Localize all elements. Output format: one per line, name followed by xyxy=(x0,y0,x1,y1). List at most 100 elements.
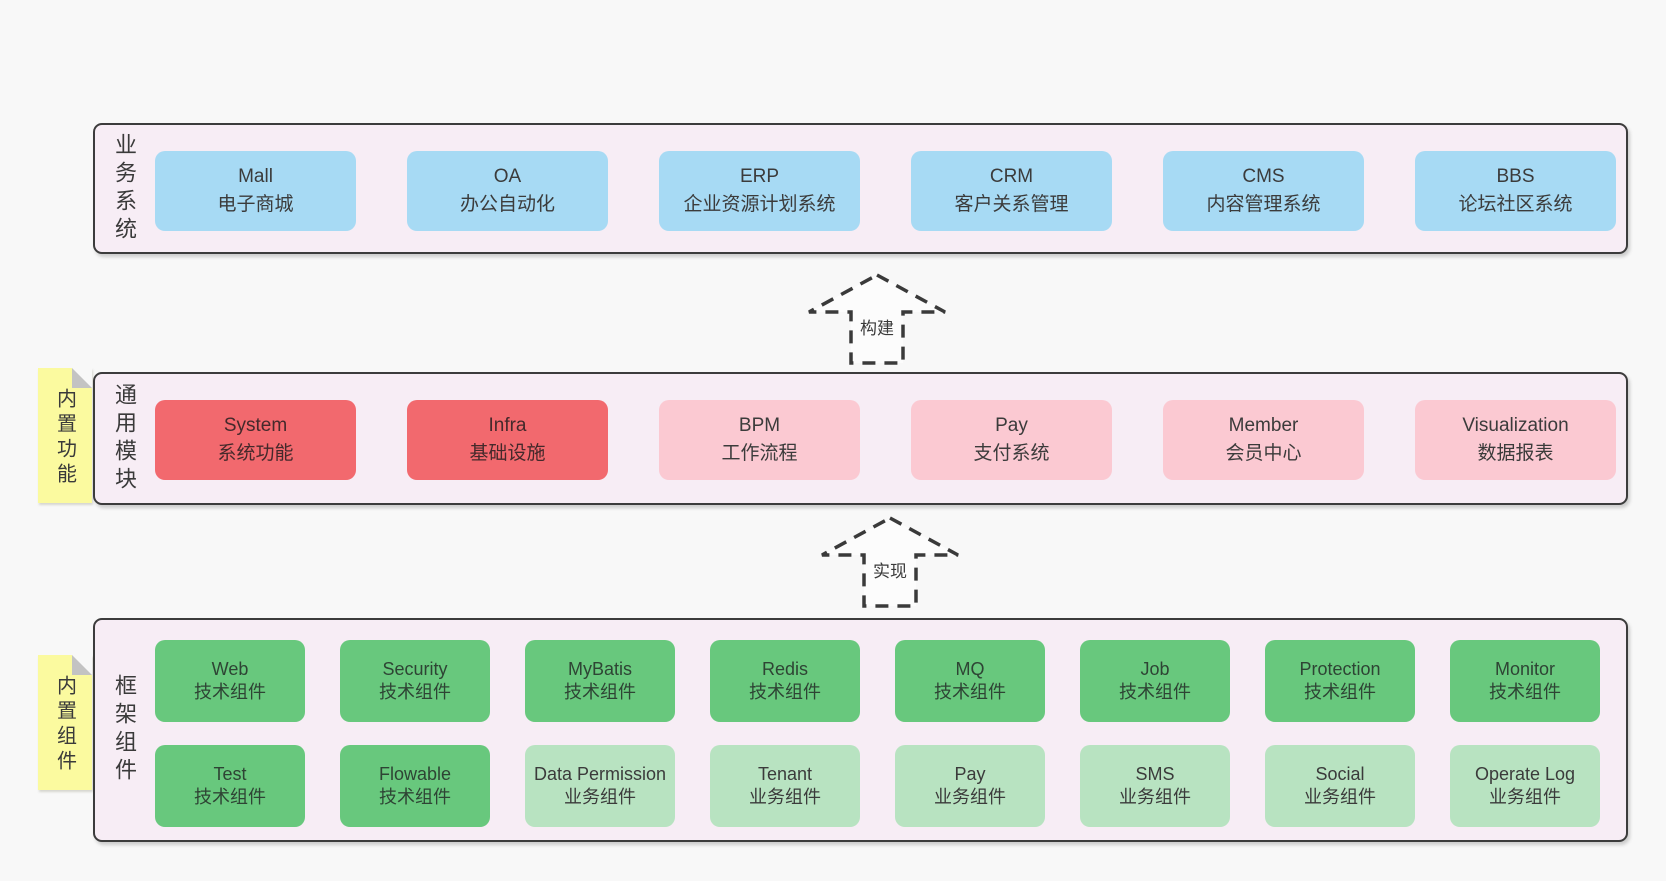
layer-business-systems: 业务系统 Mall 电子商城 OA 办公自动化 ERP 企业资源计划系统 CRM… xyxy=(93,123,1628,254)
node-subtitle: 业务组件 xyxy=(934,787,1006,807)
node-mq: MQ 技术组件 xyxy=(895,640,1045,722)
arrow-shape xyxy=(808,273,946,365)
node-subtitle: 技术组件 xyxy=(934,682,1006,702)
node-protection: Protection 技术组件 xyxy=(1265,640,1415,722)
node-subtitle: 内容管理系统 xyxy=(1206,194,1321,215)
node-title: Social xyxy=(1315,763,1365,784)
node-title: MyBatis xyxy=(567,658,632,679)
node-title: CRM xyxy=(989,166,1034,188)
node-job: Job 技术组件 xyxy=(1080,640,1230,722)
node-redis: Redis 技术组件 xyxy=(710,640,860,722)
node-subtitle: 系统功能 xyxy=(217,443,294,464)
node-subtitle: 业务组件 xyxy=(564,787,636,807)
layer-label: 业务系统 xyxy=(112,132,137,245)
node-subtitle: 论坛社区系统 xyxy=(1458,194,1573,215)
node-title: SMS xyxy=(1135,763,1175,784)
node-title: OA xyxy=(493,166,522,188)
node-title: System xyxy=(223,415,288,437)
node-subtitle: 业务组件 xyxy=(1489,787,1561,807)
node-title: Test xyxy=(213,763,247,784)
node-subtitle: 业务组件 xyxy=(1119,787,1191,807)
node-title: Visualization xyxy=(1462,415,1569,437)
node-title: CMS xyxy=(1242,166,1285,188)
node-subtitle: 电子商城 xyxy=(217,194,294,215)
node-mall: Mall 电子商城 xyxy=(155,151,356,231)
node-subtitle: 办公自动化 xyxy=(459,194,555,215)
node-subtitle: 技术组件 xyxy=(194,682,266,702)
node-title: Monitor xyxy=(1494,658,1556,679)
node-bpm: BPM 工作流程 xyxy=(659,400,860,480)
node-social: Social 业务组件 xyxy=(1265,745,1415,827)
node-crm: CRM 客户关系管理 xyxy=(911,151,1112,231)
node-subtitle: 技术组件 xyxy=(749,682,821,702)
node-subtitle: 业务组件 xyxy=(1304,787,1376,807)
node-subtitle: 支付系统 xyxy=(973,443,1050,464)
arrow-label: 实现 xyxy=(873,562,907,581)
arrow-shape xyxy=(821,516,959,608)
node-subtitle: 技术组件 xyxy=(1489,682,1561,702)
node-title: Pay xyxy=(995,415,1028,437)
node-title: Flowable xyxy=(378,763,452,784)
layer-framework-components: 框架组件 Web 技术组件 Security 技术组件 MyBatis 技术组件… xyxy=(93,618,1628,842)
node-title: Job xyxy=(1140,658,1170,679)
node-data-permission: Data Permission 业务组件 xyxy=(525,745,675,827)
node-title: Security xyxy=(382,658,448,679)
node-subtitle: 技术组件 xyxy=(194,787,266,807)
node-subtitle: 企业资源计划系统 xyxy=(683,194,836,215)
node-mybatis: MyBatis 技术组件 xyxy=(525,640,675,722)
node-sms: SMS 业务组件 xyxy=(1080,745,1230,827)
node-subtitle: 数据报表 xyxy=(1477,443,1554,464)
arrow-build: 构建 xyxy=(808,273,946,365)
node-system: System 系统功能 xyxy=(155,400,356,480)
node-bbs: BBS 论坛社区系统 xyxy=(1415,151,1616,231)
node-tenant: Tenant 业务组件 xyxy=(710,745,860,827)
arrow-label: 构建 xyxy=(860,319,894,338)
node-security: Security 技术组件 xyxy=(340,640,490,722)
node-title: MQ xyxy=(955,658,985,679)
arrow-implement: 实现 xyxy=(821,516,959,608)
node-title: Redis xyxy=(761,658,809,679)
node-subtitle: 技术组件 xyxy=(564,682,636,702)
node-title: Tenant xyxy=(757,763,813,784)
sticky-note-label: 内置功能 xyxy=(53,388,76,489)
sticky-note-label: 内置组件 xyxy=(53,675,76,776)
node-title: ERP xyxy=(739,166,780,188)
layer-common-modules: 通用模块 System 系统功能 Infra 基础设施 BPM 工作流程 Pay… xyxy=(93,372,1628,505)
node-oa: OA 办公自动化 xyxy=(407,151,608,231)
node-subtitle: 会员中心 xyxy=(1225,443,1302,464)
node-title: Protection xyxy=(1299,658,1381,679)
node-title: Operate Log xyxy=(1474,763,1576,784)
node-title: Member xyxy=(1228,415,1299,437)
node-title: Pay xyxy=(954,763,986,784)
node-erp: ERP 企业资源计划系统 xyxy=(659,151,860,231)
layer-label: 框架组件 xyxy=(112,674,137,786)
node-subtitle: 客户关系管理 xyxy=(954,194,1069,215)
node-title: BBS xyxy=(1496,166,1535,188)
node-member: Member 会员中心 xyxy=(1163,400,1364,480)
layer-label: 通用模块 xyxy=(112,382,137,495)
node-subtitle: 基础设施 xyxy=(469,443,546,464)
node-subtitle: 技术组件 xyxy=(1304,682,1376,702)
node-subtitle: 工作流程 xyxy=(721,443,798,464)
node-title: Web xyxy=(211,658,249,679)
node-cms: CMS 内容管理系统 xyxy=(1163,151,1364,231)
node-title: BPM xyxy=(738,415,781,437)
node-flowable: Flowable 技术组件 xyxy=(340,745,490,827)
node-web: Web 技术组件 xyxy=(155,640,305,722)
node-pay-biz: Pay 业务组件 xyxy=(895,745,1045,827)
node-test: Test 技术组件 xyxy=(155,745,305,827)
sticky-note-builtin-features: 内置功能 xyxy=(38,368,92,503)
node-pay: Pay 支付系统 xyxy=(911,400,1112,480)
node-operate-log: Operate Log 业务组件 xyxy=(1450,745,1600,827)
sticky-note-builtin-components: 内置组件 xyxy=(38,655,92,790)
node-visualization: Visualization 数据报表 xyxy=(1415,400,1616,480)
node-subtitle: 技术组件 xyxy=(379,682,451,702)
node-title: Mall xyxy=(238,166,273,188)
node-infra: Infra 基础设施 xyxy=(407,400,608,480)
node-title: Data Permission xyxy=(533,763,667,784)
node-monitor: Monitor 技术组件 xyxy=(1450,640,1600,722)
node-title: Infra xyxy=(488,415,527,437)
node-subtitle: 技术组件 xyxy=(1119,682,1191,702)
node-subtitle: 业务组件 xyxy=(749,787,821,807)
